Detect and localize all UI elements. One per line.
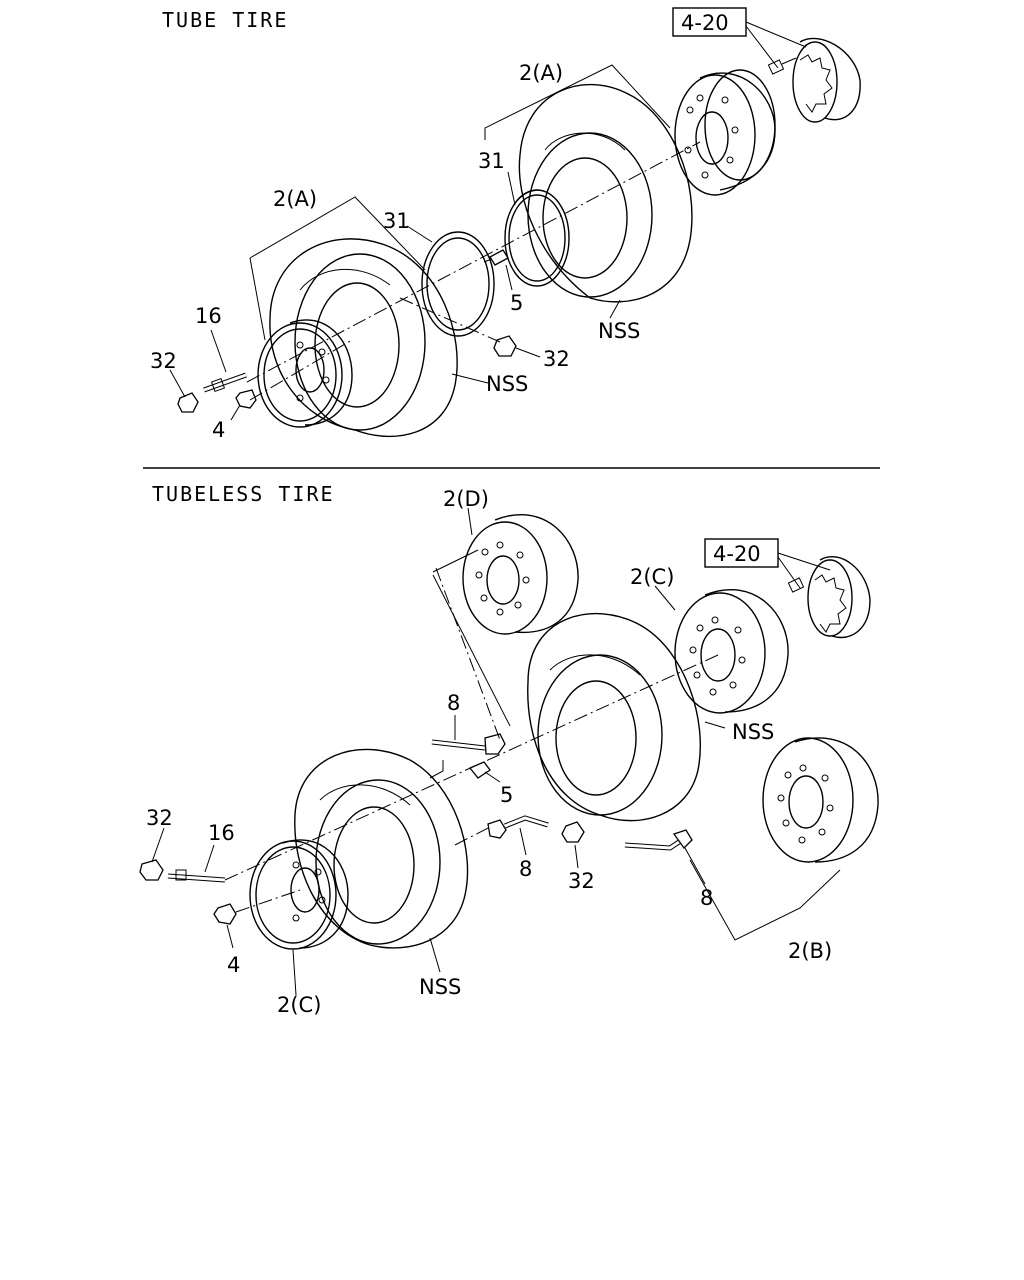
wheel-d-tubeless: [462, 514, 579, 635]
ref-box-tubeless-label: 4-20: [713, 542, 761, 566]
tubeless-tire-title: TUBELESS TIRE: [152, 482, 335, 506]
label-nut-mid-tubeless: 32: [568, 869, 595, 893]
hub-drum-tube: [767, 37, 861, 123]
inner-nut-tubeless: [213, 903, 237, 925]
label-nut-left-tube: 32: [150, 349, 177, 373]
label-wheel-rear-tube: 2(A): [519, 61, 563, 85]
label-nss-rear-tube: NSS: [598, 319, 640, 343]
tire-rear-tubeless: [527, 612, 701, 822]
label-wheel-d-tubeless: 2(D): [443, 487, 489, 511]
label-wheel-c-rear-tubeless: 2(C): [630, 565, 674, 589]
tire-front-tubeless: [294, 748, 469, 949]
stud-tubeless: [167, 869, 226, 883]
valve-extension-mid: [487, 815, 549, 839]
valve-extension-upper: [431, 733, 506, 755]
hub-drum-tubeless: [787, 555, 871, 639]
tube-tire-title: TUBE TIRE: [162, 8, 288, 32]
label-nss-front-tubeless: NSS: [419, 975, 461, 999]
inner-nut-tube: [235, 389, 257, 409]
nut-mid-tubeless: [561, 821, 585, 843]
tubeless-tire-assembly: 4-20: [139, 487, 879, 1017]
label-valve-tubeless: 5: [500, 783, 513, 807]
nut-mid-tube: [493, 335, 517, 357]
wheel-front-tube: [257, 319, 353, 428]
flap-ring-rear: [504, 189, 570, 287]
wheel-c-front-tubeless: [249, 839, 349, 950]
nut-left-tube: [177, 392, 199, 413]
ref-box-tube-label: 4-20: [681, 11, 729, 35]
stud-tube: [203, 372, 247, 393]
wheel-rear-tube: [674, 69, 776, 196]
nut-left-tubeless: [139, 859, 164, 881]
label-stud-tubeless: 16: [208, 821, 235, 845]
valve-tubeless: [468, 761, 491, 779]
wheel-b-tubeless: [762, 737, 879, 863]
label-wheel-b-tubeless: 2(B): [788, 939, 832, 963]
label-ring-front-tube: 31: [383, 209, 410, 233]
label-valve-tube: 5: [510, 291, 523, 315]
flap-ring-front: [421, 231, 495, 337]
label-wheel-front-tube: 2(A): [273, 187, 317, 211]
label-nut-mid-tube: 32: [543, 347, 570, 371]
label-nss-rear-tubeless: NSS: [732, 720, 774, 744]
label-wheel-c-front-tubeless: 2(C): [277, 993, 321, 1017]
wheel-c-rear-tubeless: [674, 589, 789, 714]
label-inner-nut-tubeless: 4: [227, 953, 240, 977]
label-stud-tube: 16: [195, 304, 222, 328]
label-nss-front-tube: NSS: [486, 372, 528, 396]
label-ring-rear-tube: 31: [478, 149, 505, 173]
valve-extension-right: [624, 829, 693, 851]
label-inner-nut-tube: 4: [212, 418, 225, 442]
valve-tube: [483, 249, 509, 266]
label-ext-upper: 8: [447, 691, 460, 715]
label-nut-left-tubeless: 32: [146, 806, 173, 830]
tire-rear-tube: [518, 83, 693, 303]
label-ext-right: 8: [700, 886, 713, 910]
tube-tire-assembly: 4-20: [150, 7, 861, 442]
label-ext-mid: 8: [519, 857, 532, 881]
